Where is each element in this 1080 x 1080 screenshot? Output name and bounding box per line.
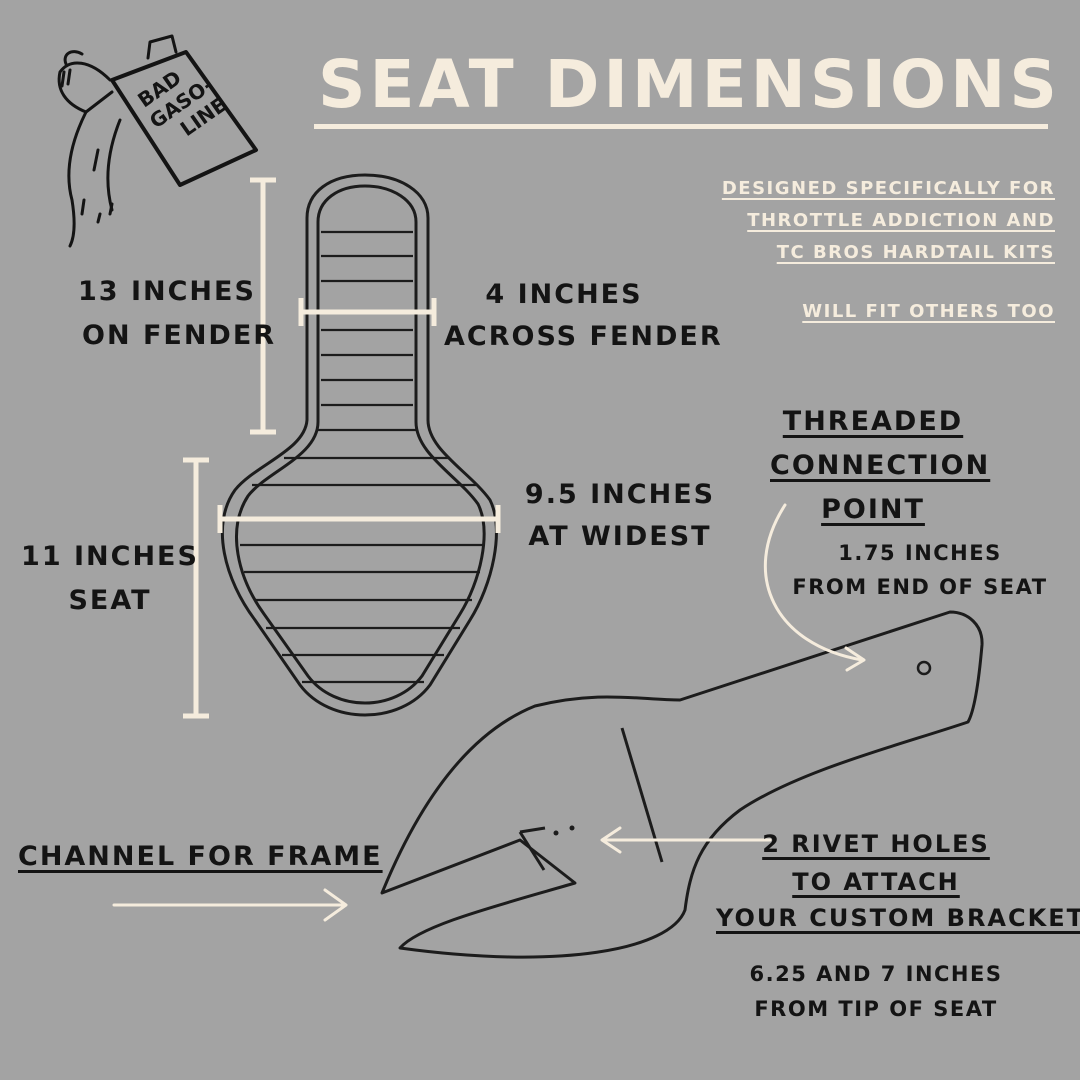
fender-length-bar <box>250 177 276 435</box>
threaded-title: THREADED <box>782 406 964 437</box>
threaded-arrow <box>763 503 864 662</box>
rivet-arrow-head <box>600 826 622 854</box>
seat-length-label: 11 INCHES <box>21 541 199 572</box>
threaded-detail: FROM END OF SEAT <box>792 575 1048 599</box>
fender-length-label: 13 INCHES <box>78 276 256 307</box>
channel-arrow-head <box>323 888 348 922</box>
threaded-title: POINT <box>821 494 925 525</box>
logo-icon <box>57 34 258 248</box>
widest-label: AT WIDEST <box>528 521 712 552</box>
widest-label: 9.5 INCHES <box>524 479 716 510</box>
rivet-detail: 6.25 AND 7 INCHES <box>749 962 1003 986</box>
seat-length-bar <box>183 457 209 719</box>
page-title: SEAT DIMENSIONS <box>318 46 1061 123</box>
description-line: THROTTLE ADDICTION AND <box>747 210 1055 231</box>
description-line: TC BROS HARDTAIL KITS <box>776 242 1055 263</box>
description-note: WILL FIT OTHERS TOO <box>802 301 1055 322</box>
fender-width-bar <box>298 298 437 326</box>
seat-top-view <box>220 173 498 717</box>
fender-length-label: ON FENDER <box>82 320 277 351</box>
rivet-hole <box>569 825 575 831</box>
title-underline <box>314 124 1048 129</box>
seat-length-label: SEAT <box>68 585 152 616</box>
widest-bar <box>217 505 501 533</box>
rivet-title: TO ATTACH <box>792 868 960 896</box>
description-line: DESIGNED SPECIFICALLY FOR <box>721 178 1055 199</box>
fender-width-label: 4 INCHES <box>485 279 643 310</box>
rivet-hole <box>553 830 559 836</box>
fender-width-label: ACROSS FENDER <box>444 321 723 352</box>
channel-label: CHANNEL FOR FRAME <box>18 841 383 872</box>
threaded-title: CONNECTION <box>770 450 991 481</box>
rivet-title: 2 RIVET HOLES <box>762 830 990 858</box>
threaded-detail: 1.75 INCHES <box>838 541 1002 565</box>
arrows <box>112 503 866 922</box>
threaded-arrow-head <box>844 646 866 672</box>
dimension-lines <box>183 177 501 719</box>
rivet-detail: FROM TIP OF SEAT <box>754 997 998 1021</box>
threaded-hole <box>916 660 932 676</box>
rivet-title: YOUR CUSTOM BRACKET <box>716 904 1080 932</box>
